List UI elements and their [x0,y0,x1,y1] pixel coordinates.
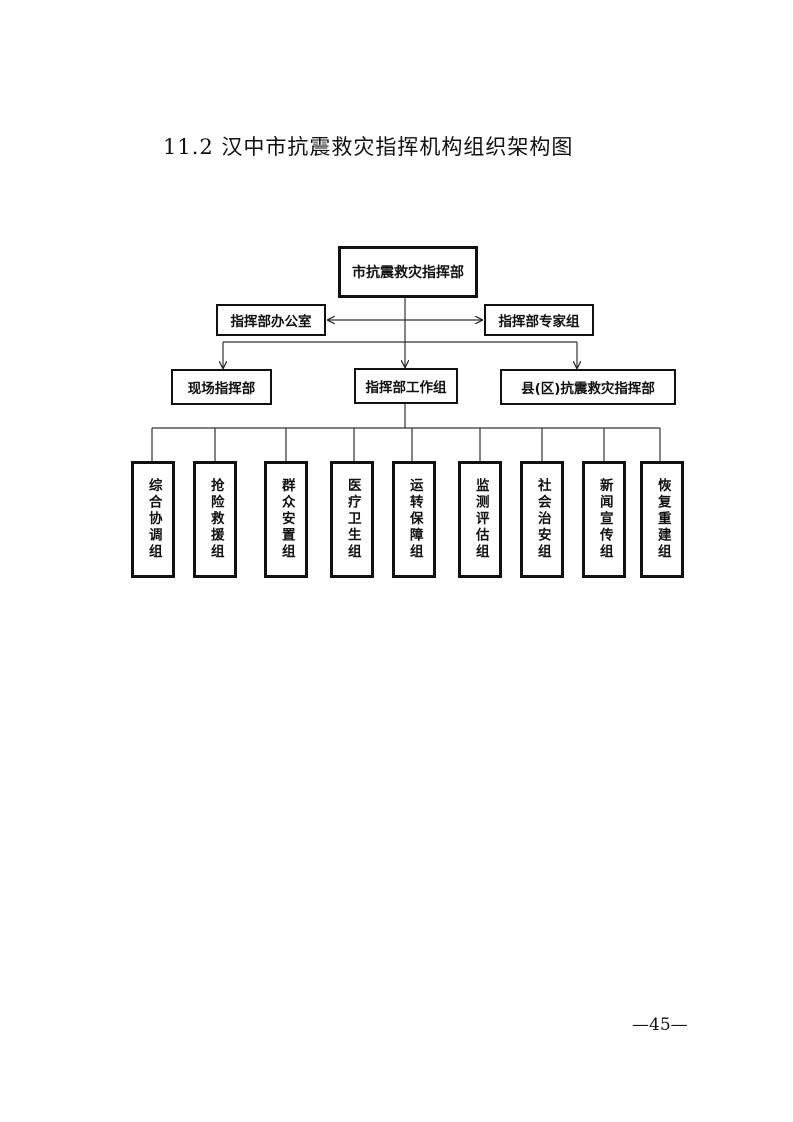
group-label: 监测评估组 [472,478,489,561]
group-label: 新闻宣传组 [596,478,613,561]
group-box-1: 综合协调组 [131,461,175,578]
group-label: 运转保障组 [406,478,423,561]
county-command-box: 县(区)抗震救灾指挥部 [500,369,676,405]
group-box-4: 医疗卫生组 [330,461,374,578]
onsite-command-box: 现场指挥部 [171,369,272,405]
group-box-7: 社会治安组 [520,461,564,578]
group-box-2: 抢险救援组 [193,461,237,578]
work-group-box: 指挥部工作组 [354,368,458,404]
group-label: 综合协调组 [145,478,162,561]
expert-group-box: 指挥部专家组 [484,304,594,336]
office-box: 指挥部办公室 [216,304,326,336]
group-box-3: 群众安置组 [264,461,308,578]
group-box-9: 恢复重建组 [640,461,684,578]
page-number: —45— [632,1015,688,1035]
headquarters-box: 市抗震救灾指挥部 [338,246,478,298]
group-box-8: 新闻宣传组 [582,461,626,578]
group-label: 医疗卫生组 [344,478,361,561]
group-box-5: 运转保障组 [392,461,436,578]
group-label: 社会治安组 [534,478,551,561]
page-title: 11.2 汉中市抗震救灾指挥机构组织架构图 [163,135,574,159]
group-label: 恢复重建组 [654,478,671,561]
group-label: 抢险救援组 [207,478,224,561]
group-box-6: 监测评估组 [458,461,502,578]
group-label: 群众安置组 [278,478,295,561]
